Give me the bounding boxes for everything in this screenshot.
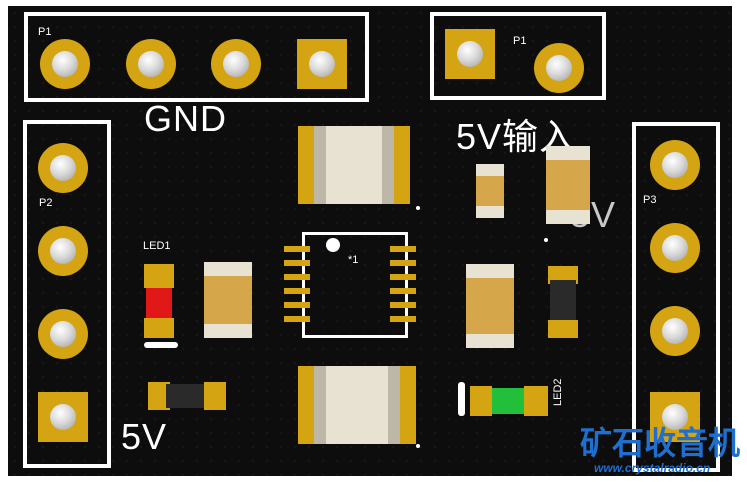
header-p2-pin-1 — [38, 143, 88, 193]
header-p3-label: P3 — [643, 194, 657, 206]
header-p3-pin-3 — [650, 306, 700, 356]
header-p1-left-pin-4 — [297, 39, 347, 89]
header-p2-pin-2 — [38, 226, 88, 276]
watermark-title: 矿石收音机 — [580, 424, 741, 462]
header-p1-left-pin-1 — [40, 39, 90, 89]
led1-red-body — [146, 288, 172, 318]
header-p1-left-outline — [24, 12, 369, 102]
rail-5v-label: 5V — [121, 416, 168, 457]
header-p1-left-label: P1 — [38, 26, 52, 38]
header-p1-left-pin-3 — [211, 39, 261, 89]
ic-u1-pin-r5 — [390, 302, 416, 308]
ic-u1-label: *1 — [348, 254, 359, 266]
led1-pad-bottom — [144, 318, 174, 338]
header-p1-right-label: P1 — [513, 35, 527, 47]
header-p3-pin-2 — [650, 223, 700, 273]
header-p1-right-outline — [430, 12, 606, 100]
led1-pad-top — [144, 264, 174, 288]
gnd-label: GND — [144, 98, 227, 139]
resistor-r1 — [476, 164, 504, 218]
header-p2-pin-4 — [38, 392, 88, 442]
led1-polarity-mark — [144, 342, 178, 348]
header-p3-pin-4 — [650, 392, 700, 442]
silk-dot-3 — [544, 238, 548, 242]
capacitor-bottom — [298, 366, 416, 444]
watermark-url: www.crystalradio.cn — [594, 461, 711, 475]
pcb-board: P1 P1 P2 P3 GND 5V输入 5V 5V — [8, 6, 732, 476]
led2-pad-right — [524, 386, 548, 416]
ic-u1-pin-r3 — [390, 274, 416, 280]
led2-label: LED2 — [552, 378, 564, 406]
diode-d2-body — [166, 384, 208, 408]
silk-dot-2 — [416, 444, 420, 448]
led2-pad-left — [470, 386, 492, 416]
header-p1-right-pin-1 — [445, 29, 495, 79]
ic-u1-pin-l3 — [284, 274, 310, 280]
diode-d1-pad-a — [548, 266, 578, 284]
silk-dot-1 — [416, 206, 420, 210]
ic-u1-pin-l4 — [284, 288, 310, 294]
diode-d2-pad-a — [148, 382, 170, 410]
led2-polarity-mark — [458, 382, 465, 416]
capacitor-top — [298, 126, 410, 204]
capacitor-c2 — [204, 262, 252, 338]
ic-u1-pin-r1 — [390, 246, 416, 252]
header-p2-pin-3 — [38, 309, 88, 359]
header-p1-right-pin-2 — [534, 43, 584, 93]
header-p3-outline — [632, 122, 720, 472]
ic-u1-outline — [302, 232, 408, 338]
led1-label: LED1 — [143, 240, 171, 252]
ic-u1-pin-r2 — [390, 260, 416, 266]
ic-u1-pin-r6 — [390, 316, 416, 322]
header-p2-label: P2 — [39, 197, 53, 209]
diode-d1-body — [550, 280, 576, 324]
diode-d2-pad-b — [204, 382, 226, 410]
header-p1-left-pin-2 — [126, 39, 176, 89]
ic-u1-pin-l5 — [284, 302, 310, 308]
ic-u1-pin-l6 — [284, 316, 310, 322]
capacitor-c4 — [466, 264, 514, 348]
ic-u1-pin-l1 — [284, 246, 310, 252]
ic-u1-pin1-marker — [326, 238, 340, 252]
header-p2-outline — [23, 120, 111, 468]
ic-u1-pin-l2 — [284, 260, 310, 266]
capacitor-c3 — [546, 146, 590, 224]
ic-u1-pin-r4 — [390, 288, 416, 294]
diode-d1-pad-b — [548, 320, 578, 338]
header-p3-pin-1 — [650, 140, 700, 190]
led2-green-body — [492, 388, 524, 414]
